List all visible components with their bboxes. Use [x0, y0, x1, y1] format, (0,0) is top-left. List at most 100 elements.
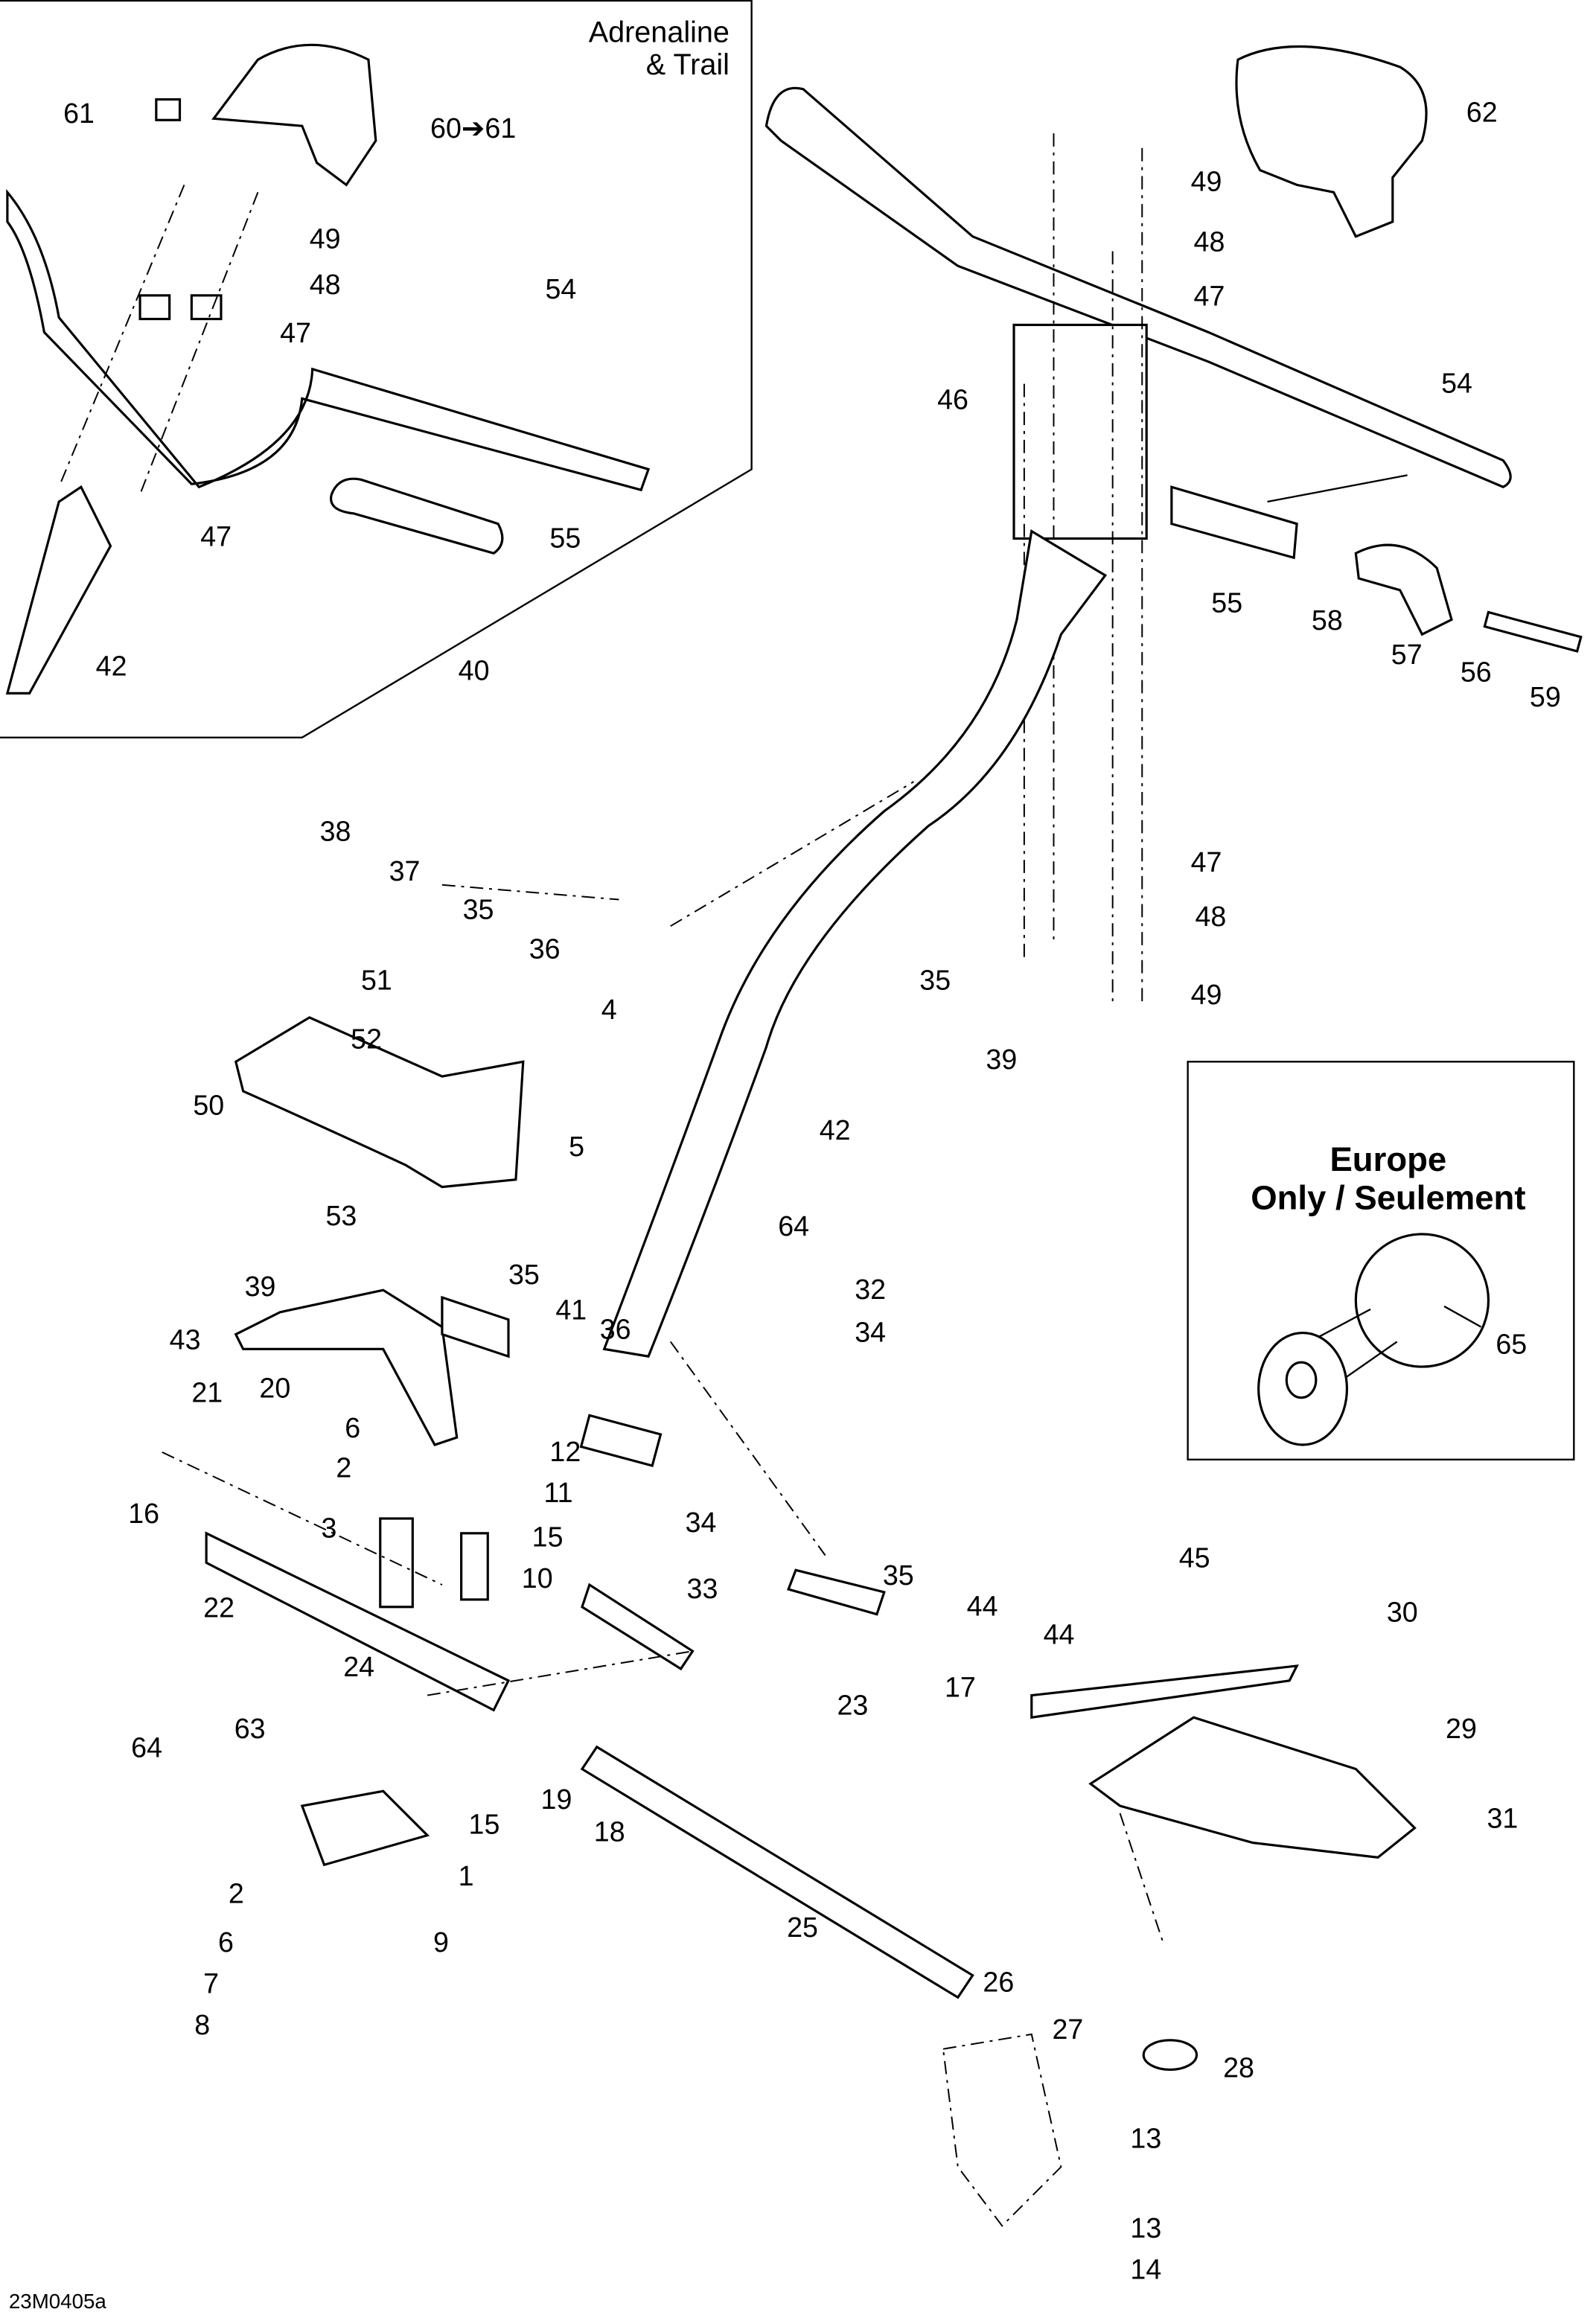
- callout-43: 43: [170, 1323, 201, 1355]
- callout-37: 37: [389, 855, 421, 887]
- callout-42: 42: [96, 651, 127, 682]
- ball-joint-35: [787, 1568, 886, 1616]
- callout-18: 18: [594, 1816, 625, 1848]
- callout-55: 55: [1211, 587, 1242, 618]
- tie-rod: [580, 1745, 974, 1999]
- callout-30: 30: [1387, 1597, 1418, 1628]
- steering-column-tube: [602, 529, 1108, 1358]
- horn-box-title-line1: Europe: [1330, 1140, 1446, 1178]
- bracket-16: [205, 1531, 511, 1712]
- callout-46: 46: [937, 383, 968, 415]
- callout-33: 33: [687, 1573, 718, 1604]
- callout-49: 49: [1191, 165, 1222, 197]
- callout-14: 14: [1130, 2254, 1161, 2285]
- callout-47: 47: [1191, 846, 1222, 878]
- callout-39: 39: [245, 1271, 276, 1302]
- callout-48: 48: [1196, 901, 1227, 932]
- handlebar-assembly: [765, 45, 1583, 1003]
- callout-21: 21: [191, 1377, 223, 1408]
- hand-guard: [1354, 543, 1453, 636]
- callout-13: 13: [1130, 2122, 1161, 2153]
- direction-arrow: [1267, 474, 1408, 503]
- callout-57: 57: [1391, 639, 1423, 670]
- callout-26: 26: [983, 1966, 1014, 1997]
- callout-35: 35: [883, 1559, 914, 1591]
- handlebar: [765, 86, 1512, 488]
- inset-adrenaline-trail: Adrenaline & Trail: [0, 0, 753, 738]
- grip: [1170, 485, 1298, 560]
- callout-44: 44: [967, 1591, 998, 1622]
- callout-47: 47: [200, 520, 232, 552]
- callout-20: 20: [259, 1373, 290, 1404]
- callout-10: 10: [522, 1562, 553, 1594]
- spindle-outline: [942, 2033, 1062, 2227]
- callout-56: 56: [1461, 657, 1492, 688]
- callout-47: 47: [1194, 281, 1225, 312]
- callout-17: 17: [945, 1672, 976, 1703]
- handlebar-pad-inset: [211, 43, 377, 187]
- callout-32: 32: [855, 1274, 886, 1305]
- callout-48: 48: [310, 269, 341, 300]
- horn-bell-inner: [1285, 1361, 1318, 1399]
- callout-3: 3: [322, 1513, 337, 1544]
- callout-4: 4: [601, 994, 617, 1025]
- callout-49: 49: [310, 223, 341, 255]
- callout-44: 44: [1044, 1618, 1075, 1650]
- inset-title-line2: & Trail: [646, 48, 730, 81]
- inset-title-line1: Adrenaline: [589, 16, 730, 48]
- lower-linkage: [162, 781, 1417, 2227]
- callout-55: 55: [549, 522, 581, 553]
- callout-39: 39: [986, 1044, 1017, 1075]
- handlebar-pad: [1235, 45, 1428, 238]
- steering-arm: [300, 1789, 430, 1867]
- callout-1: 1: [459, 1860, 474, 1891]
- callout-48: 48: [1194, 226, 1225, 257]
- callout-50: 50: [193, 1090, 224, 1121]
- diagram-code: 23M0405a: [9, 2290, 107, 2312]
- callout-61: 61: [63, 98, 95, 129]
- callout-41: 41: [555, 1294, 587, 1326]
- bushing-35: [441, 1295, 510, 1358]
- callout-27: 27: [1052, 2014, 1083, 2045]
- callout-16: 16: [128, 1498, 159, 1529]
- support-plate: [234, 1016, 525, 1189]
- riser-bracket: [1012, 323, 1148, 540]
- column-bracket: [579, 1414, 663, 1468]
- inset-border: [0, 0, 753, 738]
- assembly-lines-lower: [162, 781, 1165, 1947]
- callout-6: 6: [218, 1926, 234, 1958]
- callout-54: 54: [1441, 368, 1472, 399]
- boot-29: [1088, 1716, 1417, 1859]
- callout-51: 51: [361, 964, 392, 995]
- grip-inset: [330, 477, 504, 555]
- handlebar-inset: [6, 188, 651, 492]
- callout-8: 8: [194, 2009, 210, 2040]
- callout-5: 5: [569, 1131, 584, 1162]
- callout-25: 25: [787, 1912, 818, 1943]
- callout-47: 47: [280, 317, 311, 348]
- callout-36: 36: [600, 1313, 631, 1344]
- callout-13: 13: [1130, 2212, 1161, 2244]
- callout-6: 6: [345, 1412, 360, 1443]
- spacer-10: [460, 1532, 489, 1601]
- bolt-59: [1483, 610, 1583, 653]
- steering-column: [579, 529, 1108, 1468]
- callout-53: 53: [326, 1200, 357, 1231]
- callout-58: 58: [1312, 604, 1343, 636]
- clamp-inset-1: [138, 294, 171, 321]
- callout-15: 15: [532, 1521, 564, 1553]
- callout-11: 11: [544, 1477, 573, 1508]
- steering-bracket: [234, 1288, 459, 1446]
- horn-box: Europe Only / Seulement 65: [1187, 1061, 1575, 1461]
- callout-35: 35: [919, 964, 951, 995]
- callout-2: 2: [229, 1878, 244, 1909]
- callout-65: 65: [1496, 1328, 1527, 1359]
- callout-64: 64: [131, 1732, 162, 1763]
- callout-54: 54: [545, 273, 576, 304]
- callout-35: 35: [463, 893, 494, 925]
- horn-box-border: [1187, 1061, 1575, 1461]
- callout-52: 52: [351, 1023, 382, 1054]
- callout-12: 12: [549, 1436, 581, 1467]
- callout-34: 34: [855, 1316, 886, 1347]
